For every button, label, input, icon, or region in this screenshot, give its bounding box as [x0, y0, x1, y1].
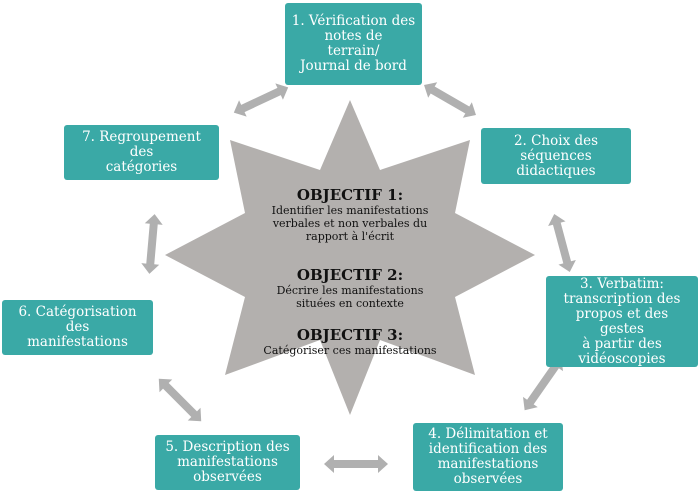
- step-5-box: 5. Description des manifestations observ…: [155, 435, 300, 490]
- step-4-box: 4. Délimitation et identification des ma…: [413, 423, 563, 491]
- arrow-6-5: [158, 378, 202, 422]
- step-4-label: 4. Délimitation et identification des ma…: [428, 426, 548, 487]
- arrow-4-5: [324, 455, 388, 473]
- step-1-label: 1. Vérification des notes de terrain/ Jo…: [291, 13, 416, 74]
- step-6-label: 6. Catégorisation des manifestations: [18, 304, 137, 350]
- step-3-box: 3. Verbatim: transcription des propos et…: [546, 276, 698, 367]
- arrow-2-3: [548, 214, 576, 272]
- step-7-box: 7. Regroupement des catégories: [64, 125, 219, 180]
- objective-2-text: Décrire les manifestations situées en co…: [276, 284, 424, 310]
- objective-3: OBJECTIF 3: Catégoriser ces manifestatio…: [250, 326, 450, 357]
- arrow-7-6: [141, 214, 163, 274]
- cycle-arrows: [141, 82, 576, 473]
- step-5-label: 5. Description des manifestations observ…: [165, 439, 290, 485]
- step-7-label: 7. Regroupement des catégories: [82, 129, 201, 175]
- objective-2-title: OBJECTIF 2:: [296, 266, 404, 284]
- objectives-star: [165, 100, 535, 415]
- objective-2: OBJECTIF 2: Décrire les manifestations s…: [250, 266, 450, 310]
- arrow-3-4: [523, 357, 563, 411]
- objective-1-title: OBJECTIF 1:: [296, 186, 404, 204]
- step-2-label: 2. Choix des séquences didactiques: [513, 132, 599, 179]
- step-2-box: 2. Choix des séquences didactiques: [481, 128, 631, 184]
- objective-1: OBJECTIF 1: Identifier les manifestation…: [250, 186, 450, 243]
- step-3-label: 3. Verbatim: transcription des propos et…: [563, 275, 681, 367]
- objective-3-title: OBJECTIF 3:: [296, 326, 404, 344]
- objective-1-text: Identifier les manifestations verbales e…: [271, 204, 429, 243]
- step-6-box: 6. Catégorisation des manifestations: [2, 300, 153, 355]
- objective-3-text: Catégoriser ces manifestations: [263, 344, 437, 357]
- arrow-1-2: [424, 82, 476, 118]
- arrow-7-1: [233, 83, 289, 117]
- step-1-box: 1. Vérification des notes de terrain/ Jo…: [285, 3, 422, 85]
